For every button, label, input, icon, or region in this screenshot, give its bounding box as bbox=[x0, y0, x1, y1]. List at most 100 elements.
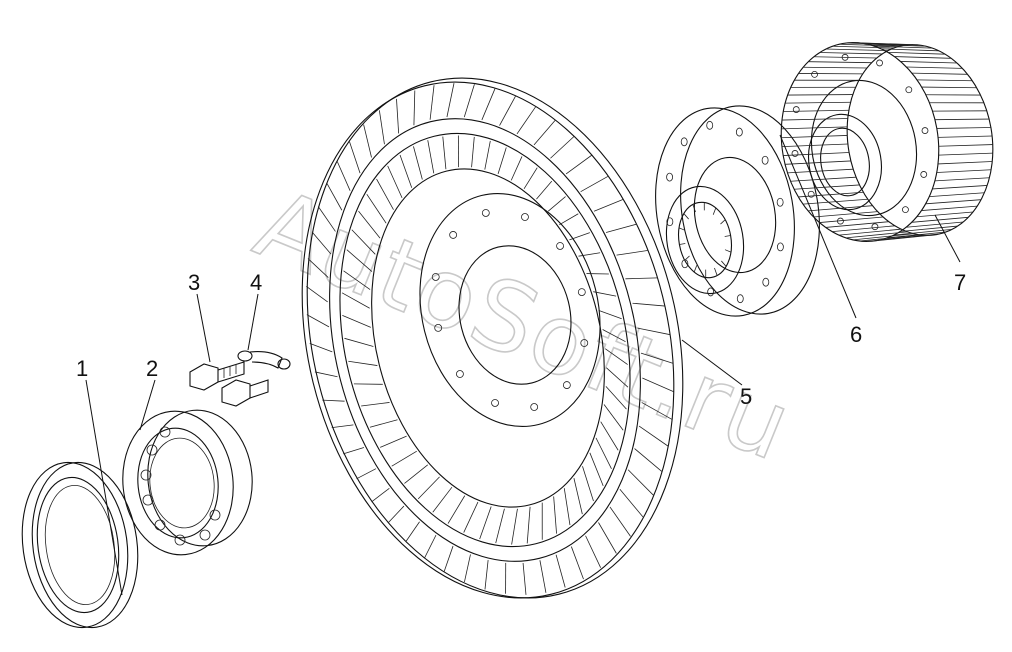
bolt-hole bbox=[530, 403, 539, 411]
inner-blade bbox=[536, 180, 553, 200]
drum-hole bbox=[871, 223, 879, 231]
bolt-hole bbox=[580, 339, 589, 347]
drum-tooth bbox=[808, 61, 872, 64]
drum-tooth bbox=[929, 192, 985, 197]
inner-blade bbox=[361, 402, 390, 407]
inner-blade bbox=[484, 140, 491, 170]
inner-blade bbox=[479, 506, 492, 540]
hub-hole bbox=[680, 137, 688, 147]
drum-tooth bbox=[787, 94, 853, 96]
drum-tooth bbox=[813, 56, 877, 59]
drum-hole bbox=[905, 86, 913, 94]
drum-tooth bbox=[832, 45, 894, 49]
bolt-hole bbox=[431, 273, 440, 281]
outer-blade bbox=[555, 554, 566, 588]
drum-tooth bbox=[832, 225, 895, 233]
outer-blade bbox=[522, 562, 527, 595]
drum-hole bbox=[811, 70, 818, 78]
drum-tooth bbox=[781, 118, 848, 121]
outer-blade bbox=[349, 141, 361, 174]
hub-hole bbox=[666, 172, 673, 182]
outer-blade bbox=[598, 522, 617, 554]
drum-tooth bbox=[900, 225, 958, 232]
drum-tooth bbox=[825, 221, 889, 228]
bolt-hole bbox=[481, 209, 490, 217]
drum-hole bbox=[792, 106, 800, 113]
drum-tooth bbox=[781, 143, 848, 148]
hub-hole bbox=[776, 197, 784, 207]
drum-tooth bbox=[921, 86, 977, 89]
drum-tooth bbox=[846, 42, 907, 46]
ball-bearing bbox=[122, 409, 253, 556]
drum-tooth bbox=[938, 161, 993, 165]
inner-blade bbox=[547, 196, 566, 212]
inner-blade bbox=[447, 495, 466, 524]
outer-blade bbox=[326, 182, 343, 211]
inner-blade bbox=[578, 252, 601, 257]
drum-tooth bbox=[866, 234, 928, 242]
hub-hole bbox=[761, 155, 769, 165]
hub-hole bbox=[735, 127, 743, 137]
inner-blade bbox=[376, 178, 394, 210]
inner-blade bbox=[604, 348, 628, 365]
inner-blade bbox=[569, 232, 590, 241]
drum-tooth bbox=[790, 176, 857, 182]
inner-blade bbox=[427, 140, 435, 174]
drum-tooth bbox=[894, 56, 952, 59]
inner-blade bbox=[413, 146, 423, 180]
inner-blade bbox=[600, 421, 619, 451]
outer-blade bbox=[516, 106, 537, 135]
drum-tooth bbox=[874, 45, 933, 49]
outer-blade bbox=[363, 124, 372, 158]
outer-blade bbox=[371, 488, 390, 503]
drum-tooth bbox=[819, 52, 883, 55]
drum-tooth bbox=[932, 185, 988, 190]
bolt-hole bbox=[577, 288, 586, 296]
inner-blade bbox=[463, 501, 479, 533]
inner-blade bbox=[358, 210, 381, 239]
inner-blade bbox=[351, 229, 376, 255]
inner-blade bbox=[559, 213, 579, 226]
outer-blade bbox=[641, 402, 673, 420]
outer-blade bbox=[642, 377, 674, 393]
outer-blade bbox=[446, 83, 455, 118]
drum-tooth bbox=[819, 216, 884, 223]
outer-blade bbox=[550, 135, 575, 159]
drum-tooth bbox=[867, 43, 927, 47]
outer-blade bbox=[625, 277, 658, 280]
drum-tooth bbox=[911, 216, 969, 223]
drum-tooth bbox=[921, 205, 978, 211]
drum-tooth bbox=[781, 126, 848, 130]
outer-blade bbox=[570, 546, 584, 580]
hub-hole bbox=[707, 287, 715, 297]
outer-blade bbox=[640, 352, 674, 364]
inner-blade bbox=[598, 310, 622, 320]
hub-hole bbox=[762, 277, 770, 287]
callout-2: 2 bbox=[146, 356, 158, 381]
callout-5: 5 bbox=[740, 384, 752, 409]
outer-blade bbox=[605, 223, 637, 233]
callout-3: 3 bbox=[188, 270, 200, 295]
drum-tooth bbox=[825, 48, 888, 52]
bolt-hole bbox=[434, 324, 443, 332]
drum-tooth bbox=[802, 198, 868, 205]
hub-spline bbox=[693, 265, 698, 273]
drum-tooth bbox=[785, 160, 851, 165]
bolt-hole bbox=[449, 231, 458, 239]
outer-blade bbox=[331, 424, 354, 428]
drum-hole bbox=[791, 150, 799, 157]
drum-tooth bbox=[906, 66, 963, 69]
drum-hole bbox=[920, 171, 928, 178]
hub-spline bbox=[712, 207, 717, 215]
inner-blade bbox=[526, 506, 531, 544]
drum-tooth bbox=[808, 205, 873, 212]
drum-tooth bbox=[911, 72, 968, 75]
inner-blade bbox=[344, 337, 374, 347]
drum-hole bbox=[807, 190, 815, 198]
hub-spline bbox=[678, 227, 686, 231]
inner-blade bbox=[602, 329, 626, 343]
inner-blade bbox=[523, 167, 538, 190]
inner-blade bbox=[589, 452, 604, 486]
inner-blade bbox=[366, 193, 387, 224]
drum-tooth bbox=[917, 79, 973, 82]
